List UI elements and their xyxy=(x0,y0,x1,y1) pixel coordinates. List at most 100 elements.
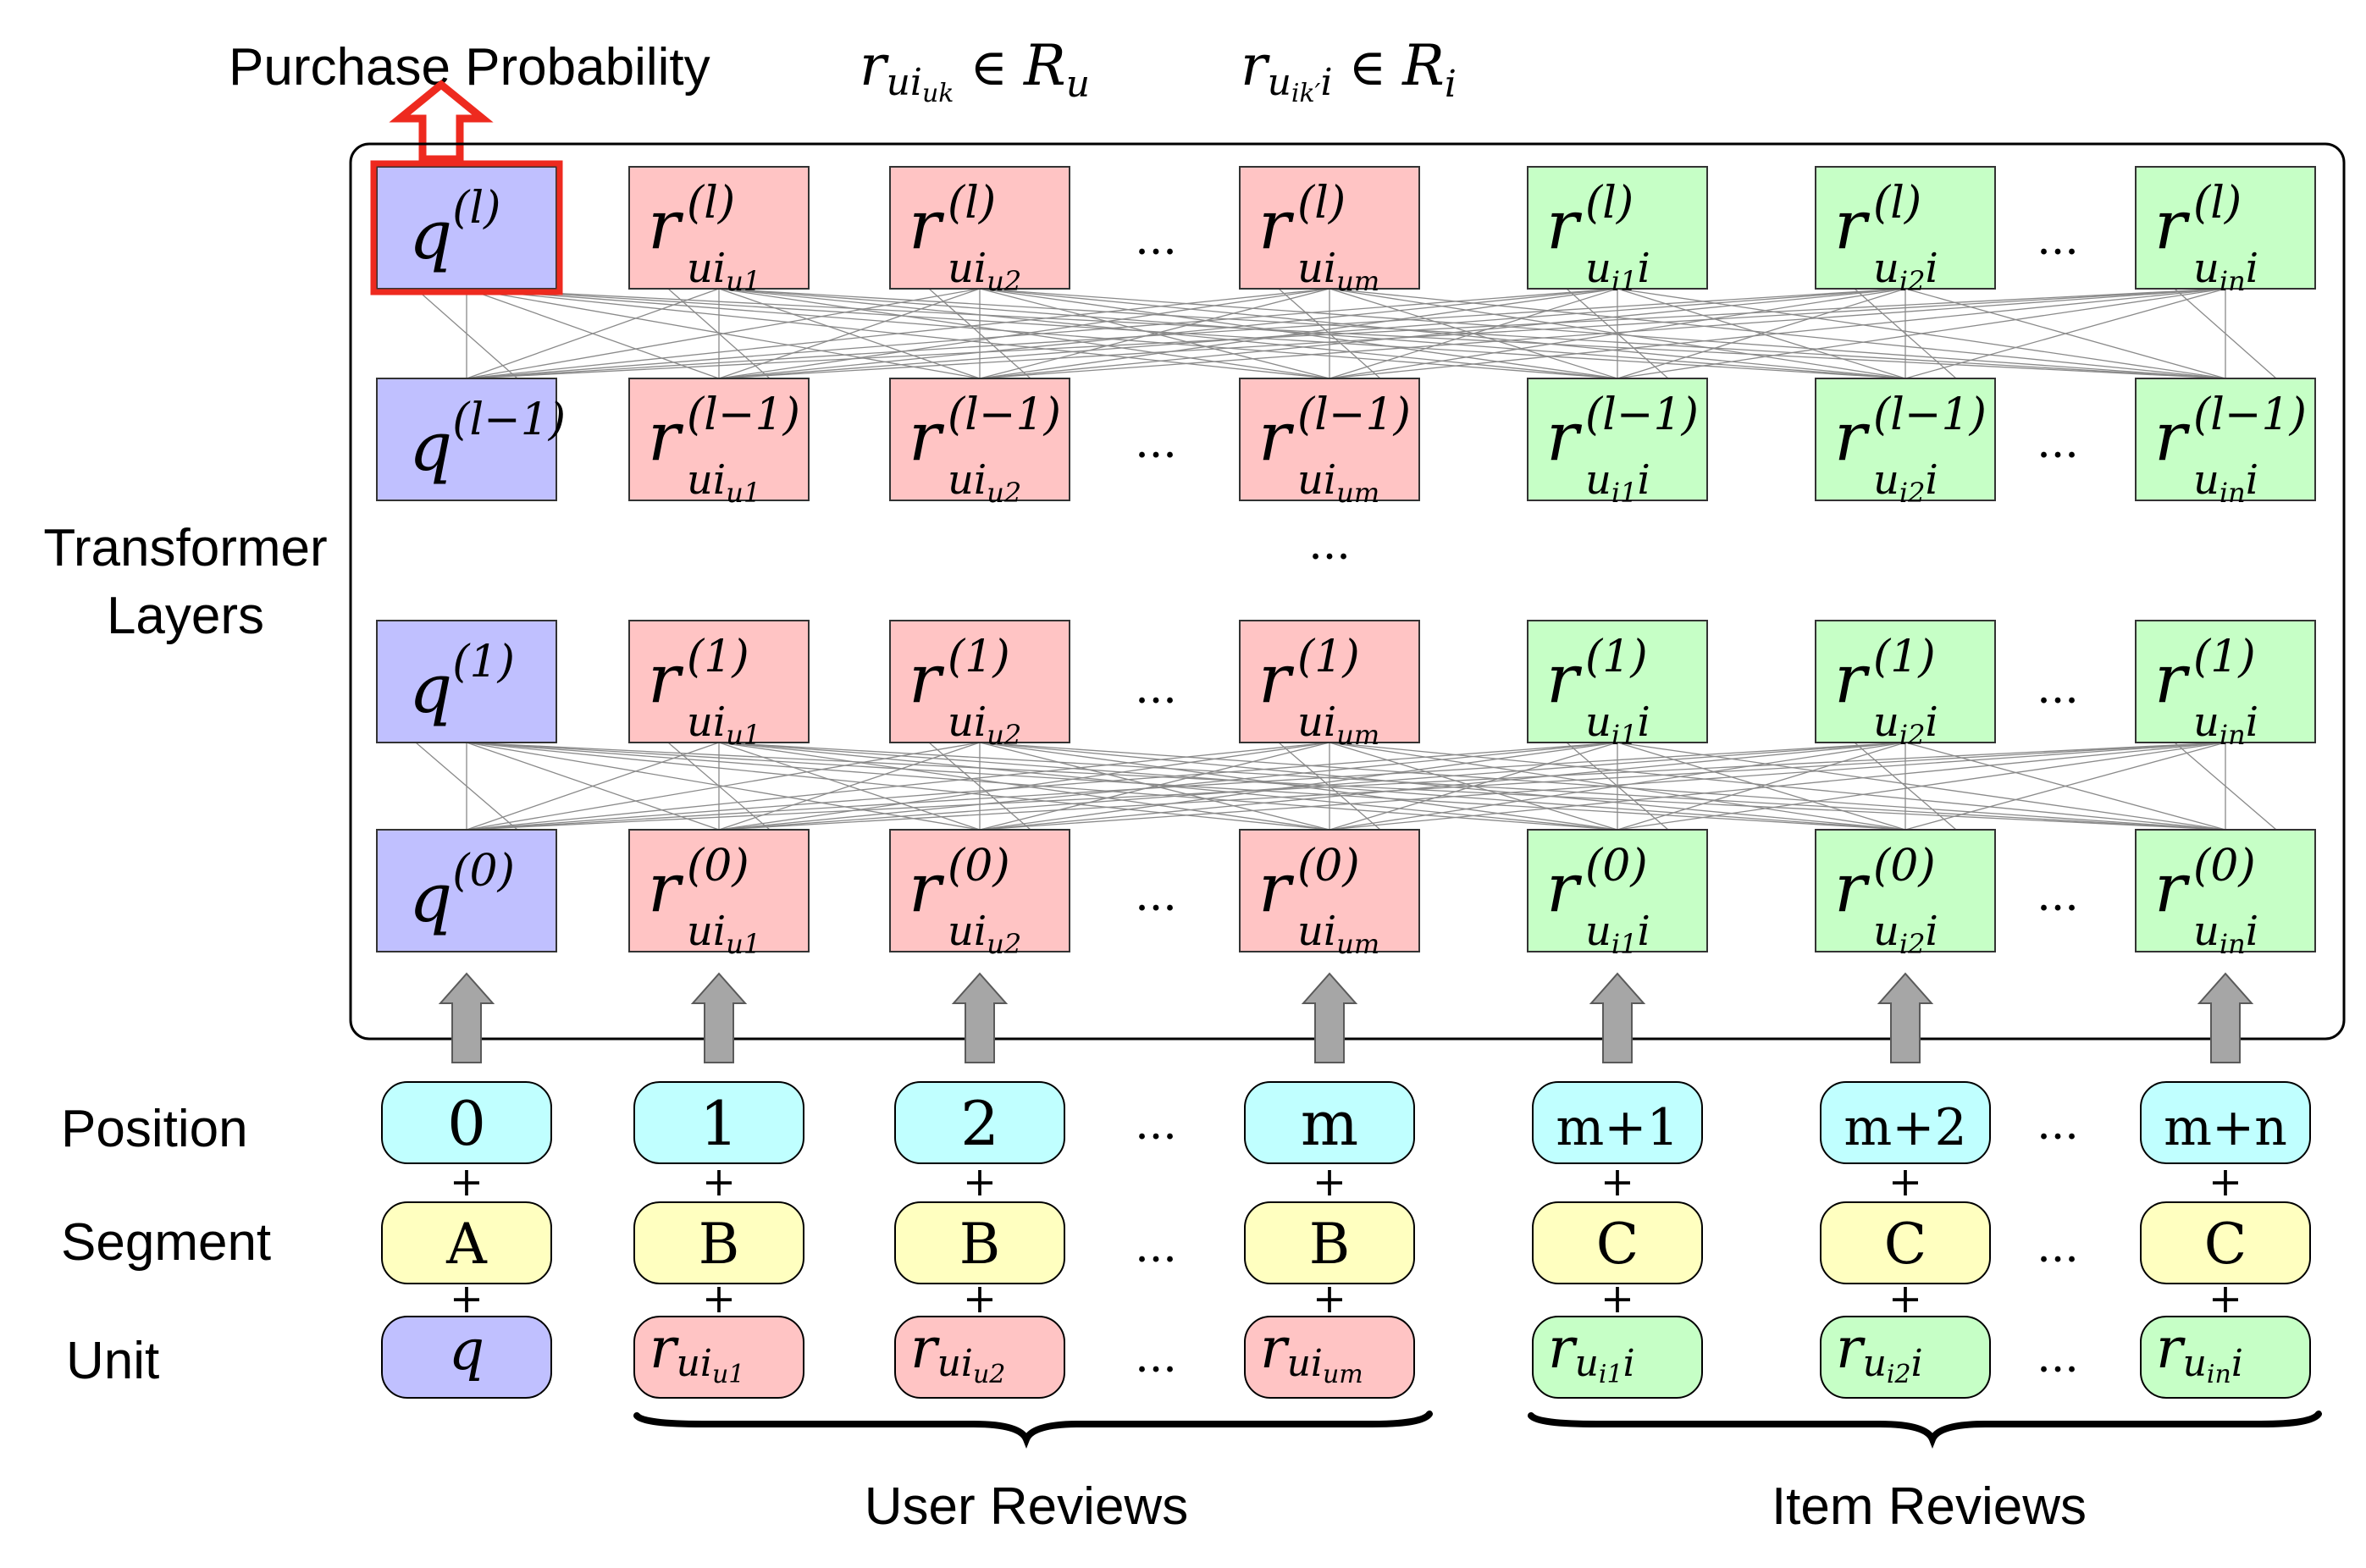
position-label: Position xyxy=(61,1100,248,1158)
math-part: u1 xyxy=(712,1360,744,1389)
math-part: (1) xyxy=(452,637,515,687)
attention-edge xyxy=(979,288,1330,379)
math-part: ui xyxy=(948,908,987,955)
review-vector: r(l)uini xyxy=(2154,178,2258,297)
layer-box-fill xyxy=(376,378,557,501)
math-part: i xyxy=(1926,456,1938,504)
math-part: i1 xyxy=(1611,719,1638,751)
math-part: (l) xyxy=(687,178,735,229)
math-part: i xyxy=(1638,245,1650,292)
layer-box-1-4: r(l−1)ui1i xyxy=(1527,378,1708,509)
column-ellipsis: ... xyxy=(1135,663,1177,714)
layer-box-fill xyxy=(1815,829,1996,952)
layer-box-0-4: r(l)ui1i xyxy=(1527,166,1708,297)
math-part: (0) xyxy=(1585,841,1648,892)
math-part: i2 xyxy=(1899,928,1926,960)
layer-box-0-1: r(l)uiu1 xyxy=(628,166,810,297)
math-part: u2 xyxy=(987,265,1021,297)
math-part: r xyxy=(1548,1316,1578,1381)
layer-box-3-0: q(0) xyxy=(376,829,557,952)
math-part: ui xyxy=(1297,245,1336,292)
layer-box-fill xyxy=(1239,829,1420,952)
column-ellipsis: ... xyxy=(1135,1099,1177,1150)
user-reviews-label: User Reviews xyxy=(865,1477,1188,1536)
math-part: i2 xyxy=(1899,477,1926,509)
set-notation: ruik′i ∈ Ri xyxy=(1241,33,1457,108)
math-part: ui xyxy=(1287,1342,1323,1385)
review-unit: rui1i xyxy=(1548,1316,1635,1389)
math-part: um xyxy=(1323,1360,1363,1389)
math-part: r xyxy=(909,848,945,927)
math-part: (l) xyxy=(2193,178,2242,229)
review-vector: r(0)uiu2 xyxy=(909,841,1021,960)
attention-edge xyxy=(928,288,1031,379)
query-vector: q(0) xyxy=(409,846,515,937)
math-part: u xyxy=(1863,1342,1887,1385)
math-part: r xyxy=(909,185,945,264)
review-vector: r(l)ui1i xyxy=(1546,178,1650,297)
review-vector: r(l−1)ui1i xyxy=(1546,389,1699,509)
attention-edge xyxy=(979,742,1618,831)
math-part: i xyxy=(2246,456,2258,504)
attention-edge xyxy=(1854,742,1957,831)
math-part: u xyxy=(1585,456,1611,504)
math-part: r xyxy=(1834,848,1871,927)
math-part: r xyxy=(1546,848,1583,927)
layer-box-fill xyxy=(376,829,557,952)
position-value: m xyxy=(1301,1088,1358,1159)
plus-sign: + xyxy=(702,1158,736,1206)
plus-sign: + xyxy=(2208,1275,2242,1322)
math-part: u xyxy=(1575,1342,1599,1385)
layer-box-0-6: r(l)uini xyxy=(2135,166,2316,297)
attention-edge xyxy=(1278,288,1381,379)
math-part: r xyxy=(1260,1316,1290,1381)
input-arrow xyxy=(1301,972,1358,1063)
math-part: r xyxy=(1258,185,1295,264)
item-review-set-notation: ruik′i ∈ Ri xyxy=(1241,33,1457,108)
math-part: (l−1) xyxy=(1585,389,1699,440)
plus-sign: + xyxy=(450,1275,484,1322)
unit-pill xyxy=(1532,1316,1703,1399)
layer-box-fill xyxy=(376,620,557,743)
position-pill xyxy=(894,1081,1065,1164)
math-part: u xyxy=(2193,908,2220,955)
attention-edge xyxy=(1566,288,1669,379)
layer-box-fill xyxy=(1527,620,1708,743)
math-part: (l) xyxy=(1585,178,1634,229)
math-part: i xyxy=(1638,456,1650,504)
math-part: r xyxy=(648,397,684,476)
attention-edge xyxy=(1617,742,2226,831)
math-part: u2 xyxy=(987,928,1021,960)
ellipses: ........................................… xyxy=(1135,214,2079,1383)
math-part: r xyxy=(1258,639,1295,718)
math-part: r xyxy=(1546,397,1583,476)
math-part: (1) xyxy=(1873,632,1936,682)
math-part: i1 xyxy=(1611,928,1638,960)
math-part: u1 xyxy=(726,265,760,297)
review-vector: r(0)uiu1 xyxy=(648,841,760,960)
math-part: u xyxy=(2193,698,2220,746)
math-part: r xyxy=(2154,397,2191,476)
layer-box-0-5: r(l)ui2i xyxy=(1815,166,1996,297)
segment-value: A xyxy=(445,1212,488,1277)
math-part: r xyxy=(648,848,684,927)
review-vector: r(l)uium xyxy=(1258,178,1379,297)
unit-pill xyxy=(1820,1316,1991,1399)
math-part: (l) xyxy=(1873,178,1921,229)
attention-edge xyxy=(718,742,2226,831)
math-part: r xyxy=(1546,185,1583,264)
attention-edge xyxy=(718,288,1330,379)
attention-edge xyxy=(466,742,981,831)
math-part: i xyxy=(1926,245,1938,292)
math-part: u2 xyxy=(987,719,1021,751)
math-part: i xyxy=(1926,908,1938,955)
math-part: r xyxy=(1834,397,1871,476)
position-value: m+n xyxy=(2164,1098,2287,1157)
math-part: (1) xyxy=(1297,632,1360,682)
layer-box-3-2: r(0)uiu2 xyxy=(889,829,1070,960)
math-part: (l−1) xyxy=(687,389,800,440)
layer-box-fill xyxy=(889,378,1070,501)
math-part: in xyxy=(2220,928,2246,960)
review-vector: r(1)uium xyxy=(1258,632,1379,751)
